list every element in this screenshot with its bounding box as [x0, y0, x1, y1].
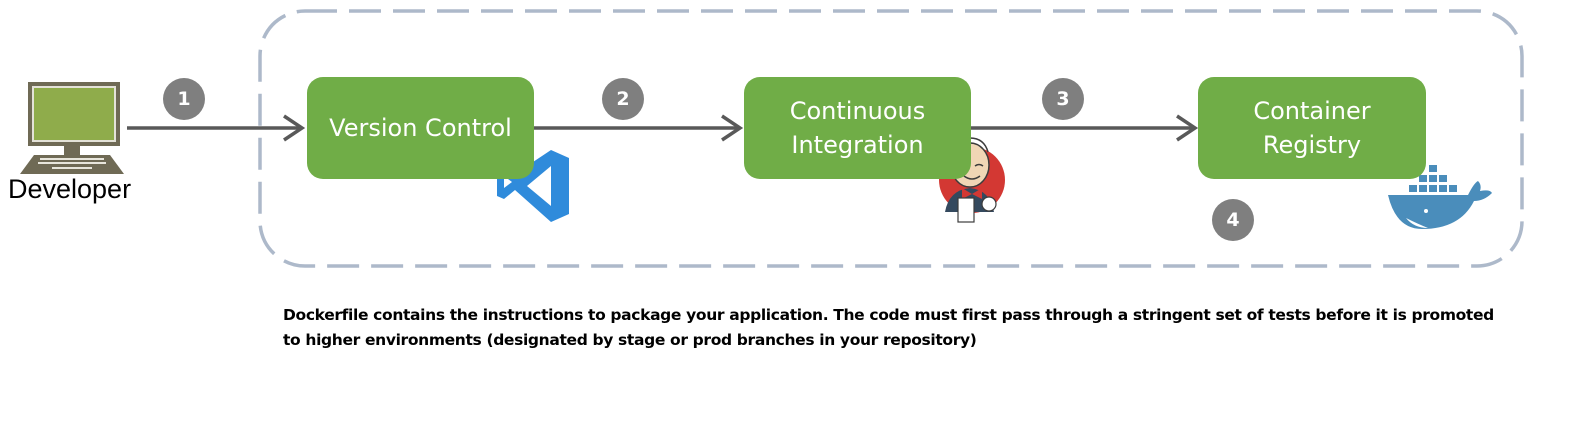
- vscode-icon: [497, 150, 569, 222]
- diagram-caption: Dockerfile contains the instructions to …: [283, 306, 1494, 349]
- stage-version-control: Version Control: [307, 77, 534, 179]
- stage-container-registry: Container Registry: [1198, 77, 1426, 179]
- stage-continuous-integration: Continuous Integration: [744, 77, 971, 179]
- pipeline-boundary: [258, 9, 1524, 268]
- step-badge-2: 2: [602, 78, 644, 120]
- arrow-1: [127, 114, 306, 142]
- step-badge-4: 4: [1212, 199, 1254, 241]
- arrow-2: [534, 114, 744, 142]
- step-badge-1: 1: [163, 78, 205, 120]
- stage-label: Container Registry: [1253, 97, 1371, 159]
- arrow-3: [971, 114, 1199, 142]
- stage-label: Version Control: [329, 114, 512, 142]
- desktop-computer-icon: [20, 82, 124, 174]
- step-badge-3: 3: [1042, 78, 1084, 120]
- stage-label: Continuous Integration: [789, 97, 926, 159]
- docker-whale-icon: [1388, 165, 1492, 229]
- developer-label: Developer: [8, 174, 132, 204]
